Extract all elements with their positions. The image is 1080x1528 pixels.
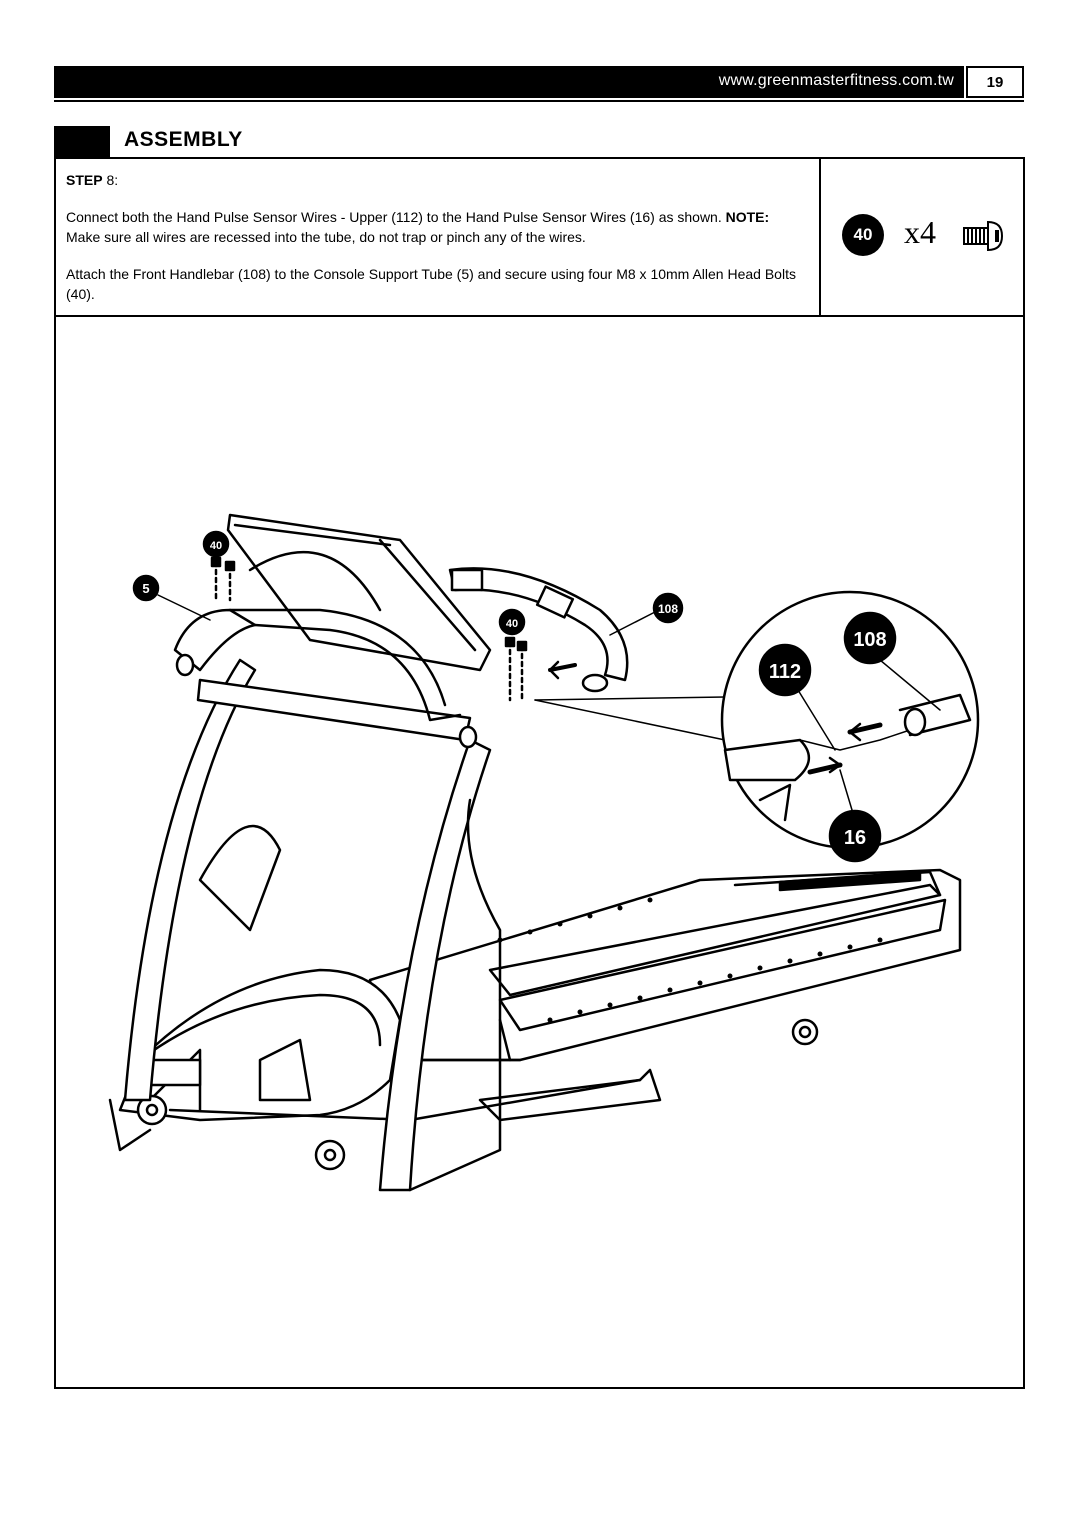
treadmill-deck (368, 868, 962, 1122)
left-upright (123, 658, 257, 1102)
callout-40-left-label: 40 (210, 540, 222, 552)
section-title: ASSEMBLY (124, 128, 243, 151)
front-handlebar (448, 567, 629, 693)
instruction-paragraph-1: Connect both the Hand Pulse Sensor Wires… (66, 207, 801, 247)
bolt-40-right (504, 636, 528, 702)
step-heading: STEP 8: (66, 172, 118, 188)
note-label: NOTE: (725, 209, 770, 225)
right-upright (378, 738, 492, 1192)
right-upright-side (408, 798, 502, 1192)
leader-5 (157, 594, 211, 621)
callout-5: 5 (132, 574, 160, 602)
hardware-divider (819, 157, 821, 316)
callout-108: 108 (652, 592, 684, 624)
detail-callout-16: 16 (844, 827, 866, 849)
callout-40-left: 40 (202, 530, 230, 558)
detail-callout-108: 108 (853, 629, 886, 651)
header-divider (54, 100, 1024, 102)
upright-cable (198, 824, 282, 932)
console-support-tube (173, 608, 478, 749)
leader-detail-bottom (534, 699, 726, 741)
instruction-text-1a: Connect both the Hand Pulse Sensor Wires… (66, 209, 722, 225)
header-bar: www.greenmasterfitness.com.tw (54, 66, 964, 98)
callout-5-label: 5 (142, 581, 149, 596)
leader-detail-top (534, 696, 726, 701)
treadmill-assembly-diagram: 5 40 40 108 112 108 16 (108, 513, 980, 1192)
content-frame (54, 157, 1025, 1389)
leader-108 (609, 611, 656, 636)
part-number-badge: 40 (842, 214, 884, 256)
instruction-paragraph-2: Attach the Front Handlebar (108) to the … (66, 266, 796, 302)
step-number: 8: (106, 172, 119, 188)
bolt-40-left (210, 556, 236, 602)
detail-inset: 112 108 16 (720, 590, 980, 863)
hardware-callout: 40 x4 (838, 208, 1018, 268)
step-divider (54, 315, 1025, 317)
quantity-label: x4 (904, 214, 936, 250)
callout-40-right: 40 (498, 608, 526, 636)
callout-108-label: 108 (658, 602, 678, 616)
callout-40-right-label: 40 (506, 618, 518, 630)
console (226, 513, 492, 672)
page-number: 19 (966, 66, 1024, 98)
website-url: www.greenmasterfitness.com.tw (718, 72, 954, 89)
detail-callout-112: 112 (769, 661, 801, 683)
allen-bolt-icon (963, 220, 1004, 252)
instruction-text-1b: Make sure all wires are recessed into th… (66, 229, 586, 245)
crossbar (196, 678, 472, 742)
step-label: STEP (66, 172, 103, 188)
section-marker (54, 126, 110, 157)
motor-cover (108, 968, 642, 1171)
